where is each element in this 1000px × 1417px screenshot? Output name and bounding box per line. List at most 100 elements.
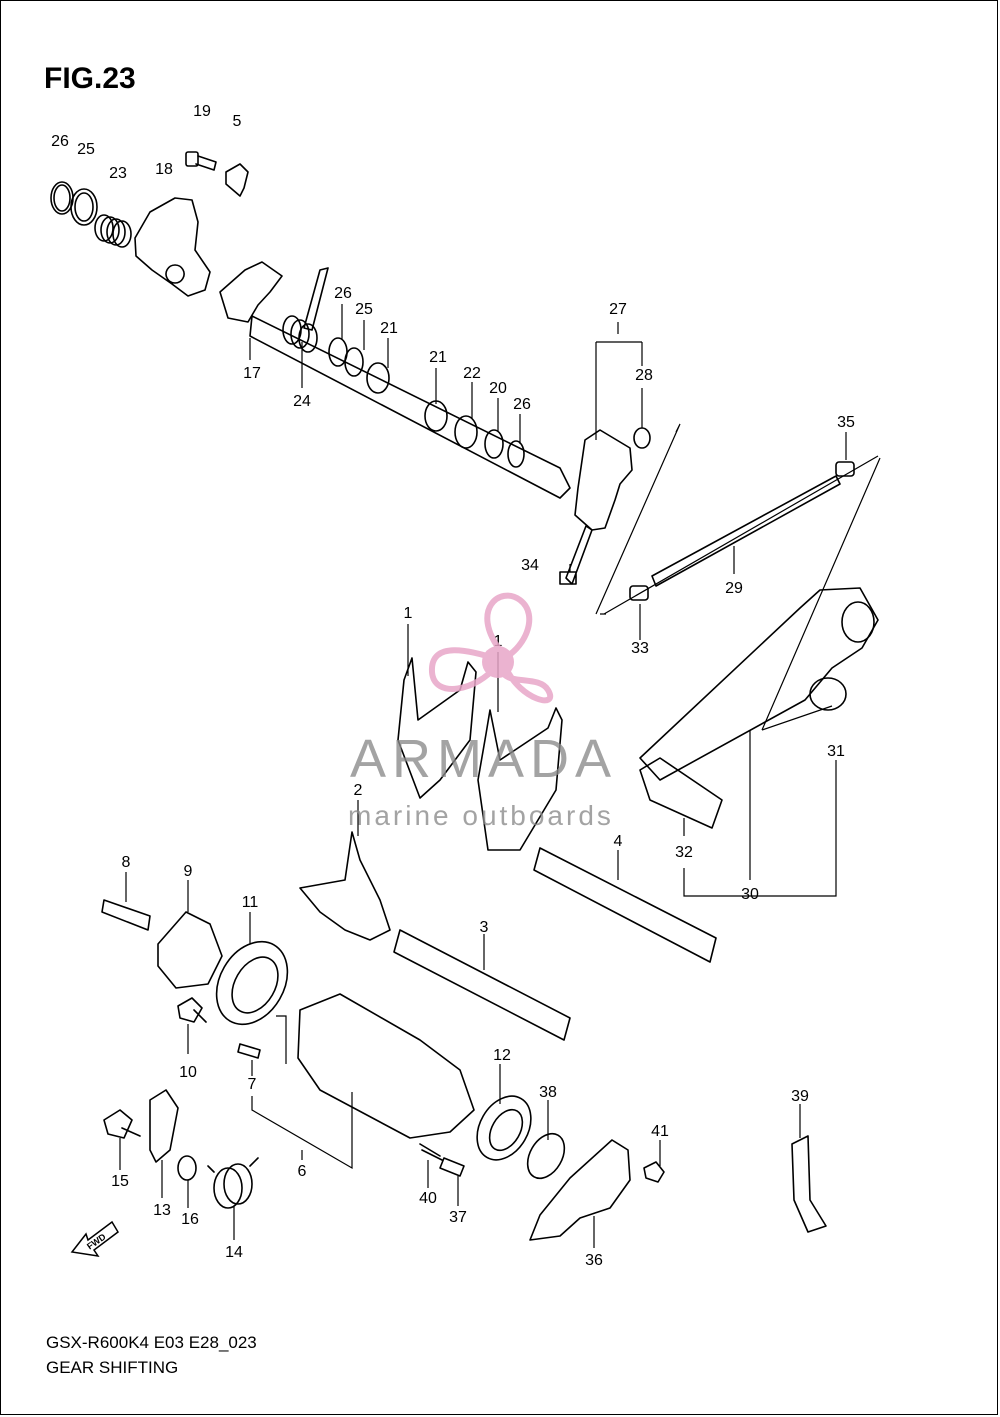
part-spring-14 — [207, 1157, 259, 1209]
part-seal-22 — [454, 415, 478, 449]
callout-label: 25 — [77, 141, 95, 158]
callout-label: 12 — [493, 1047, 511, 1064]
callout-label: 21 — [429, 349, 447, 366]
part-fork-2 — [299, 831, 391, 941]
callout-label: 39 — [791, 1088, 809, 1105]
watermark-name: ARMADA — [350, 729, 618, 789]
callout-label: 13 — [153, 1202, 171, 1219]
part-joint-31 — [809, 677, 847, 711]
part-washer-25b — [344, 347, 364, 377]
callout-label: 6 — [298, 1163, 307, 1180]
model-code: GSX-R600K4 E03 E28_023 — [46, 1333, 257, 1352]
callout-label: 1 — [494, 633, 503, 650]
part-rubber-32 — [639, 757, 723, 829]
part-nut-35 — [835, 461, 855, 477]
callout-label: 34 — [521, 557, 539, 574]
part-bolt-10 — [177, 997, 207, 1023]
callout-label: 1 — [404, 605, 413, 622]
part-fork-1a — [397, 657, 477, 799]
callout-label: 35 — [837, 414, 855, 431]
part-rod-29 — [651, 475, 841, 587]
part-circlip-26 — [50, 181, 74, 215]
part-fork-shaft-4 — [533, 847, 717, 963]
part-bolt-15 — [103, 1109, 141, 1139]
part-washer-5 — [225, 163, 249, 197]
part-oring-38 — [526, 1132, 566, 1180]
callout-label: 31 — [827, 743, 845, 760]
callout-label: 27 — [609, 301, 627, 318]
callout-label: 17 — [243, 365, 261, 382]
part-pedal-hub — [841, 601, 875, 643]
part-cam-9 — [157, 911, 223, 989]
callout-label: 36 — [585, 1252, 603, 1269]
part-pin-8 — [101, 899, 151, 931]
part-washer-16 — [177, 1155, 197, 1181]
figure-title: FIG.23 — [44, 62, 136, 95]
callout-label: 41 — [651, 1123, 669, 1140]
callout-label: 4 — [614, 833, 623, 850]
part-washer-25 — [70, 188, 98, 226]
part-joint-28 — [633, 427, 651, 449]
callout-label: 15 — [111, 1173, 129, 1190]
callout-label: 28 — [635, 367, 653, 384]
part-bush-21b — [424, 400, 448, 432]
part-bearing-11 — [215, 940, 289, 1026]
callout-label: 11 — [242, 894, 259, 911]
callout-label: 26 — [51, 133, 69, 150]
part-lever-27 — [574, 429, 633, 531]
callout-label: 21 — [380, 320, 398, 337]
callout-label: 40 — [419, 1190, 437, 1207]
callout-label: 20 — [489, 380, 507, 397]
part-nut-33 — [629, 585, 649, 601]
part-shaft-17 — [219, 261, 571, 499]
part-clip-39 — [791, 1135, 827, 1233]
callout-label: 30 — [741, 886, 759, 903]
part-bolt-34 — [559, 525, 593, 585]
part-circlip-26c — [507, 440, 525, 468]
part-stopper-13 — [149, 1089, 179, 1163]
callout-label: 26 — [334, 285, 352, 302]
callout-label: 33 — [631, 640, 649, 657]
callout-label: 14 — [225, 1244, 243, 1261]
part-bush-21a — [366, 362, 390, 394]
part-pin-37 — [439, 1157, 465, 1177]
callout-label: 24 — [293, 393, 311, 410]
watermark-subtitle: marine outboards — [348, 800, 614, 831]
figure-caption: GEAR SHIFTING — [46, 1358, 179, 1377]
callout-label: 22 — [463, 365, 481, 382]
part-drum-6 — [297, 993, 475, 1139]
callout-labels: 26 25 23 18 19 5 17 24 26 25 21 21 22 20… — [51, 103, 855, 1269]
callout-label: 25 — [355, 301, 373, 318]
part-spring-24 — [282, 315, 318, 353]
part-fork-1b — [477, 707, 563, 851]
armada-logo-icon — [428, 592, 554, 704]
callout-label: 38 — [539, 1084, 557, 1101]
callout-label: 29 — [725, 580, 743, 597]
part-bolt-19 — [185, 151, 217, 171]
part-fork-shaft-3 — [393, 929, 571, 1041]
callout-label: 8 — [122, 854, 131, 871]
part-bearing-12 — [476, 1095, 532, 1161]
part-switch-36 — [529, 1139, 631, 1241]
part-washer-20 — [484, 429, 504, 459]
callout-label: 10 — [179, 1064, 197, 1081]
callout-label: 3 — [480, 919, 489, 936]
part-spring-40 — [419, 1143, 443, 1161]
callout-label: 19 — [193, 103, 211, 120]
part-plate-18 — [134, 197, 211, 297]
callout-label: 32 — [675, 844, 693, 861]
callout-label: 18 — [155, 161, 173, 178]
callout-label: 26 — [513, 396, 531, 413]
callout-label: 23 — [109, 165, 127, 182]
callout-label: 5 — [233, 113, 242, 130]
callout-label: 2 — [354, 782, 363, 799]
part-spring-23 — [94, 214, 132, 248]
fwd-arrow-icon: FWD — [70, 1220, 119, 1258]
part-pin-7 — [237, 1043, 261, 1059]
callout-label: 7 — [248, 1076, 257, 1093]
callout-label: 9 — [184, 863, 193, 880]
leader-lines — [119, 304, 881, 1248]
part-bolt-41 — [643, 1161, 665, 1183]
